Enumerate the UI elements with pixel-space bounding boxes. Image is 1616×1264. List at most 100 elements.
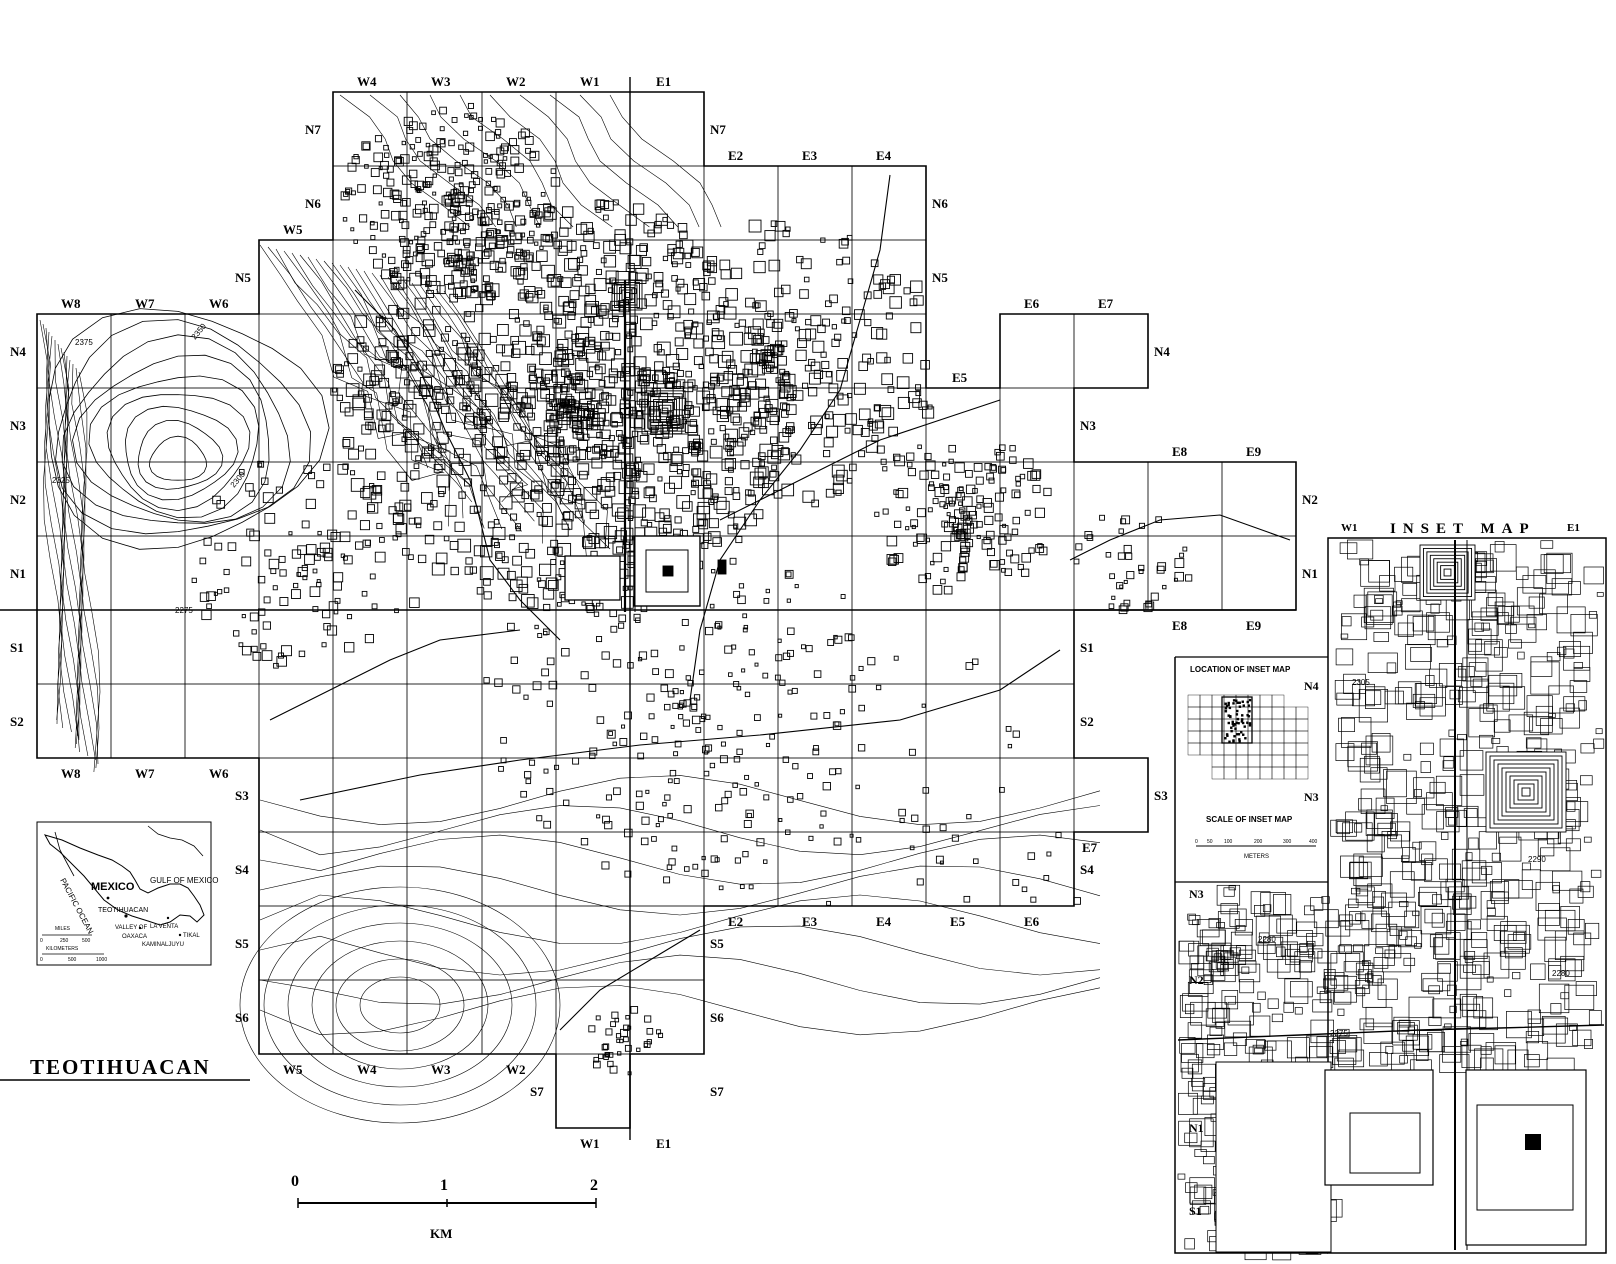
grid-label-left-s7: S7 [530,1084,544,1099]
grid-label-left-n3: N3 [10,418,26,433]
grid-label-top-e6: E6 [1024,296,1040,311]
locator-scale-miles: MILES [55,926,71,932]
grid-label-bottom-e8: E8 [1172,618,1188,633]
inset-row-n3-upper: N3 [1304,790,1319,804]
grid-label-top-e4: E4 [876,148,892,163]
locator-site: TEOTIHUACAN [98,907,148,914]
inset-corner-e1: E1 [1567,522,1580,534]
archaeological-structures [191,102,1193,1076]
grid-label-right-s5: S5 [710,936,724,951]
central-axes [0,77,1296,1140]
locator-country: MEXICO [91,881,135,893]
grid-label-bottom-w7: W7 [135,766,155,781]
scale-tick-1: 1 [440,1177,448,1194]
grid-label-top-w3: W3 [431,74,451,89]
locator-place-oaxaca: OAXACA [122,934,147,940]
grid-label-bottom-e7: E7 [1082,840,1098,855]
map-title: TEOTIHUACAN [30,1055,211,1079]
grid-label-top-w1: W1 [580,74,600,89]
contour-lines [39,94,1291,1124]
inset-row-n2: N2 [1189,973,1204,987]
locator-km-500: 500 [68,957,77,963]
grid-label-right-s4: S4 [1080,862,1094,877]
locator-place-tikal: TIKAL [183,933,200,939]
grid-label-top-w6: W6 [209,296,229,311]
locator-map: MEXICO GULF OF MEXICO PACIFIC OCEAN TEOT… [36,821,218,966]
inset-scale-200: 200 [1254,839,1263,845]
grid-label-top-e2: E2 [728,148,743,163]
inset-scale-400: 400 [1309,839,1318,845]
grid-label-bottom-e1: E1 [656,1136,671,1151]
locator-scale-km: KILOMETERS [46,946,79,952]
grid-label-top-e1: E1 [656,74,671,89]
locator-place-laventa: LA VENTA [150,924,178,930]
inset-corner-w1: W1 [1341,522,1358,534]
grid-label-top-e8: E8 [1172,444,1188,459]
grid-label-bottom-w1: W1 [580,1136,600,1151]
grid-label-top-w4: W4 [357,74,377,89]
grid-label-bottom-e3: E3 [802,914,818,929]
inset-location-label: LOCATION OF INSET MAP [1190,665,1291,674]
grid-label-right-n3: N3 [1080,418,1096,433]
scale-tick-2: 2 [590,1177,598,1194]
grid-label-bottom-w4: W4 [357,1062,377,1077]
inset-contour-2290: 2290 [1528,855,1546,864]
inset-row-n4: N4 [1304,679,1319,693]
locator-miles-250: 250 [60,938,69,944]
locator-place-kaminaljuyu: KAMINALJUYU [142,942,184,948]
grid-label-top-e9: E9 [1246,444,1262,459]
grid-label-bottom-w6: W6 [209,766,229,781]
scale-bar: 0 1 2 KM [291,1173,598,1241]
grid-label-right-n5: N5 [932,270,948,285]
locator-km-0: 0 [40,957,43,963]
inset-contour-2280-right: 2280 [1552,969,1570,978]
locator-km-1000: 1000 [96,957,107,963]
grid-label-top-e7: E7 [1098,296,1114,311]
contour-label-2325: 2325 [52,476,70,485]
inset-scale-unit: METERS [1244,854,1269,860]
grid-label-right-s1: S1 [1080,640,1094,655]
grid-label-right-n1: N1 [1302,566,1318,581]
grid-label-left-n4: N4 [10,344,26,359]
grid-label-bottom-w2: W2 [506,1062,526,1077]
grid-label-right-n6: N6 [932,196,948,211]
grid-label-top-w7: W7 [135,296,155,311]
inset-title: INSET MAP [1390,521,1536,537]
grid-label-right-n2: N2 [1302,492,1318,507]
grid-label-right-s3: S3 [1154,788,1168,803]
inset-row-n1: N1 [1189,1121,1204,1135]
scale-tick-0: 0 [291,1173,299,1190]
inset-row-s1: S1 [1189,1204,1202,1218]
grid-label-left-s1: S1 [10,640,24,655]
grid-label-top-w5: W5 [283,222,303,237]
grid-label-right-s6: S6 [710,1010,724,1025]
grid-label-bottom-e4: E4 [876,914,892,929]
contour-label-2375: 2375 [75,338,93,347]
grid-label-bottom-e2: E2 [728,914,743,929]
grid-label-left-n1: N1 [10,566,26,581]
locator-place-valley: VALLEY OF [115,925,147,931]
inset-scale-label: SCALE OF INSET MAP [1206,815,1293,824]
contour-label-2275: 2275 [175,606,193,615]
grid-label-left-s3: S3 [235,788,249,803]
inset-scale-0: 0 [1195,839,1198,845]
locator-gulf: GULF OF MEXICO [150,876,218,885]
grid-label-left-s2: S2 [10,714,24,729]
grid-label-bottom-w8: W8 [61,766,81,781]
inset-row-n3-lower: N3 [1189,887,1204,901]
locator-miles-500: 500 [82,938,91,944]
grid-label-right-s7: S7 [710,1084,724,1099]
grid-label-right-n4: N4 [1154,344,1170,359]
grid-label-top-w2: W2 [506,74,526,89]
grid-label-left-n5: N5 [235,270,251,285]
grid-label-left-n7: N7 [305,122,321,137]
grid-label-left-n2: N2 [10,492,26,507]
grid-label-left-n6: N6 [305,196,321,211]
inset-scale-100: 100 [1224,839,1233,845]
locator-miles-0: 0 [40,938,43,944]
inset-scale-300: 300 [1283,839,1292,845]
scale-unit: KM [430,1226,452,1241]
grid-label-top-e3: E3 [802,148,818,163]
grid-label-left-s4: S4 [235,862,249,877]
